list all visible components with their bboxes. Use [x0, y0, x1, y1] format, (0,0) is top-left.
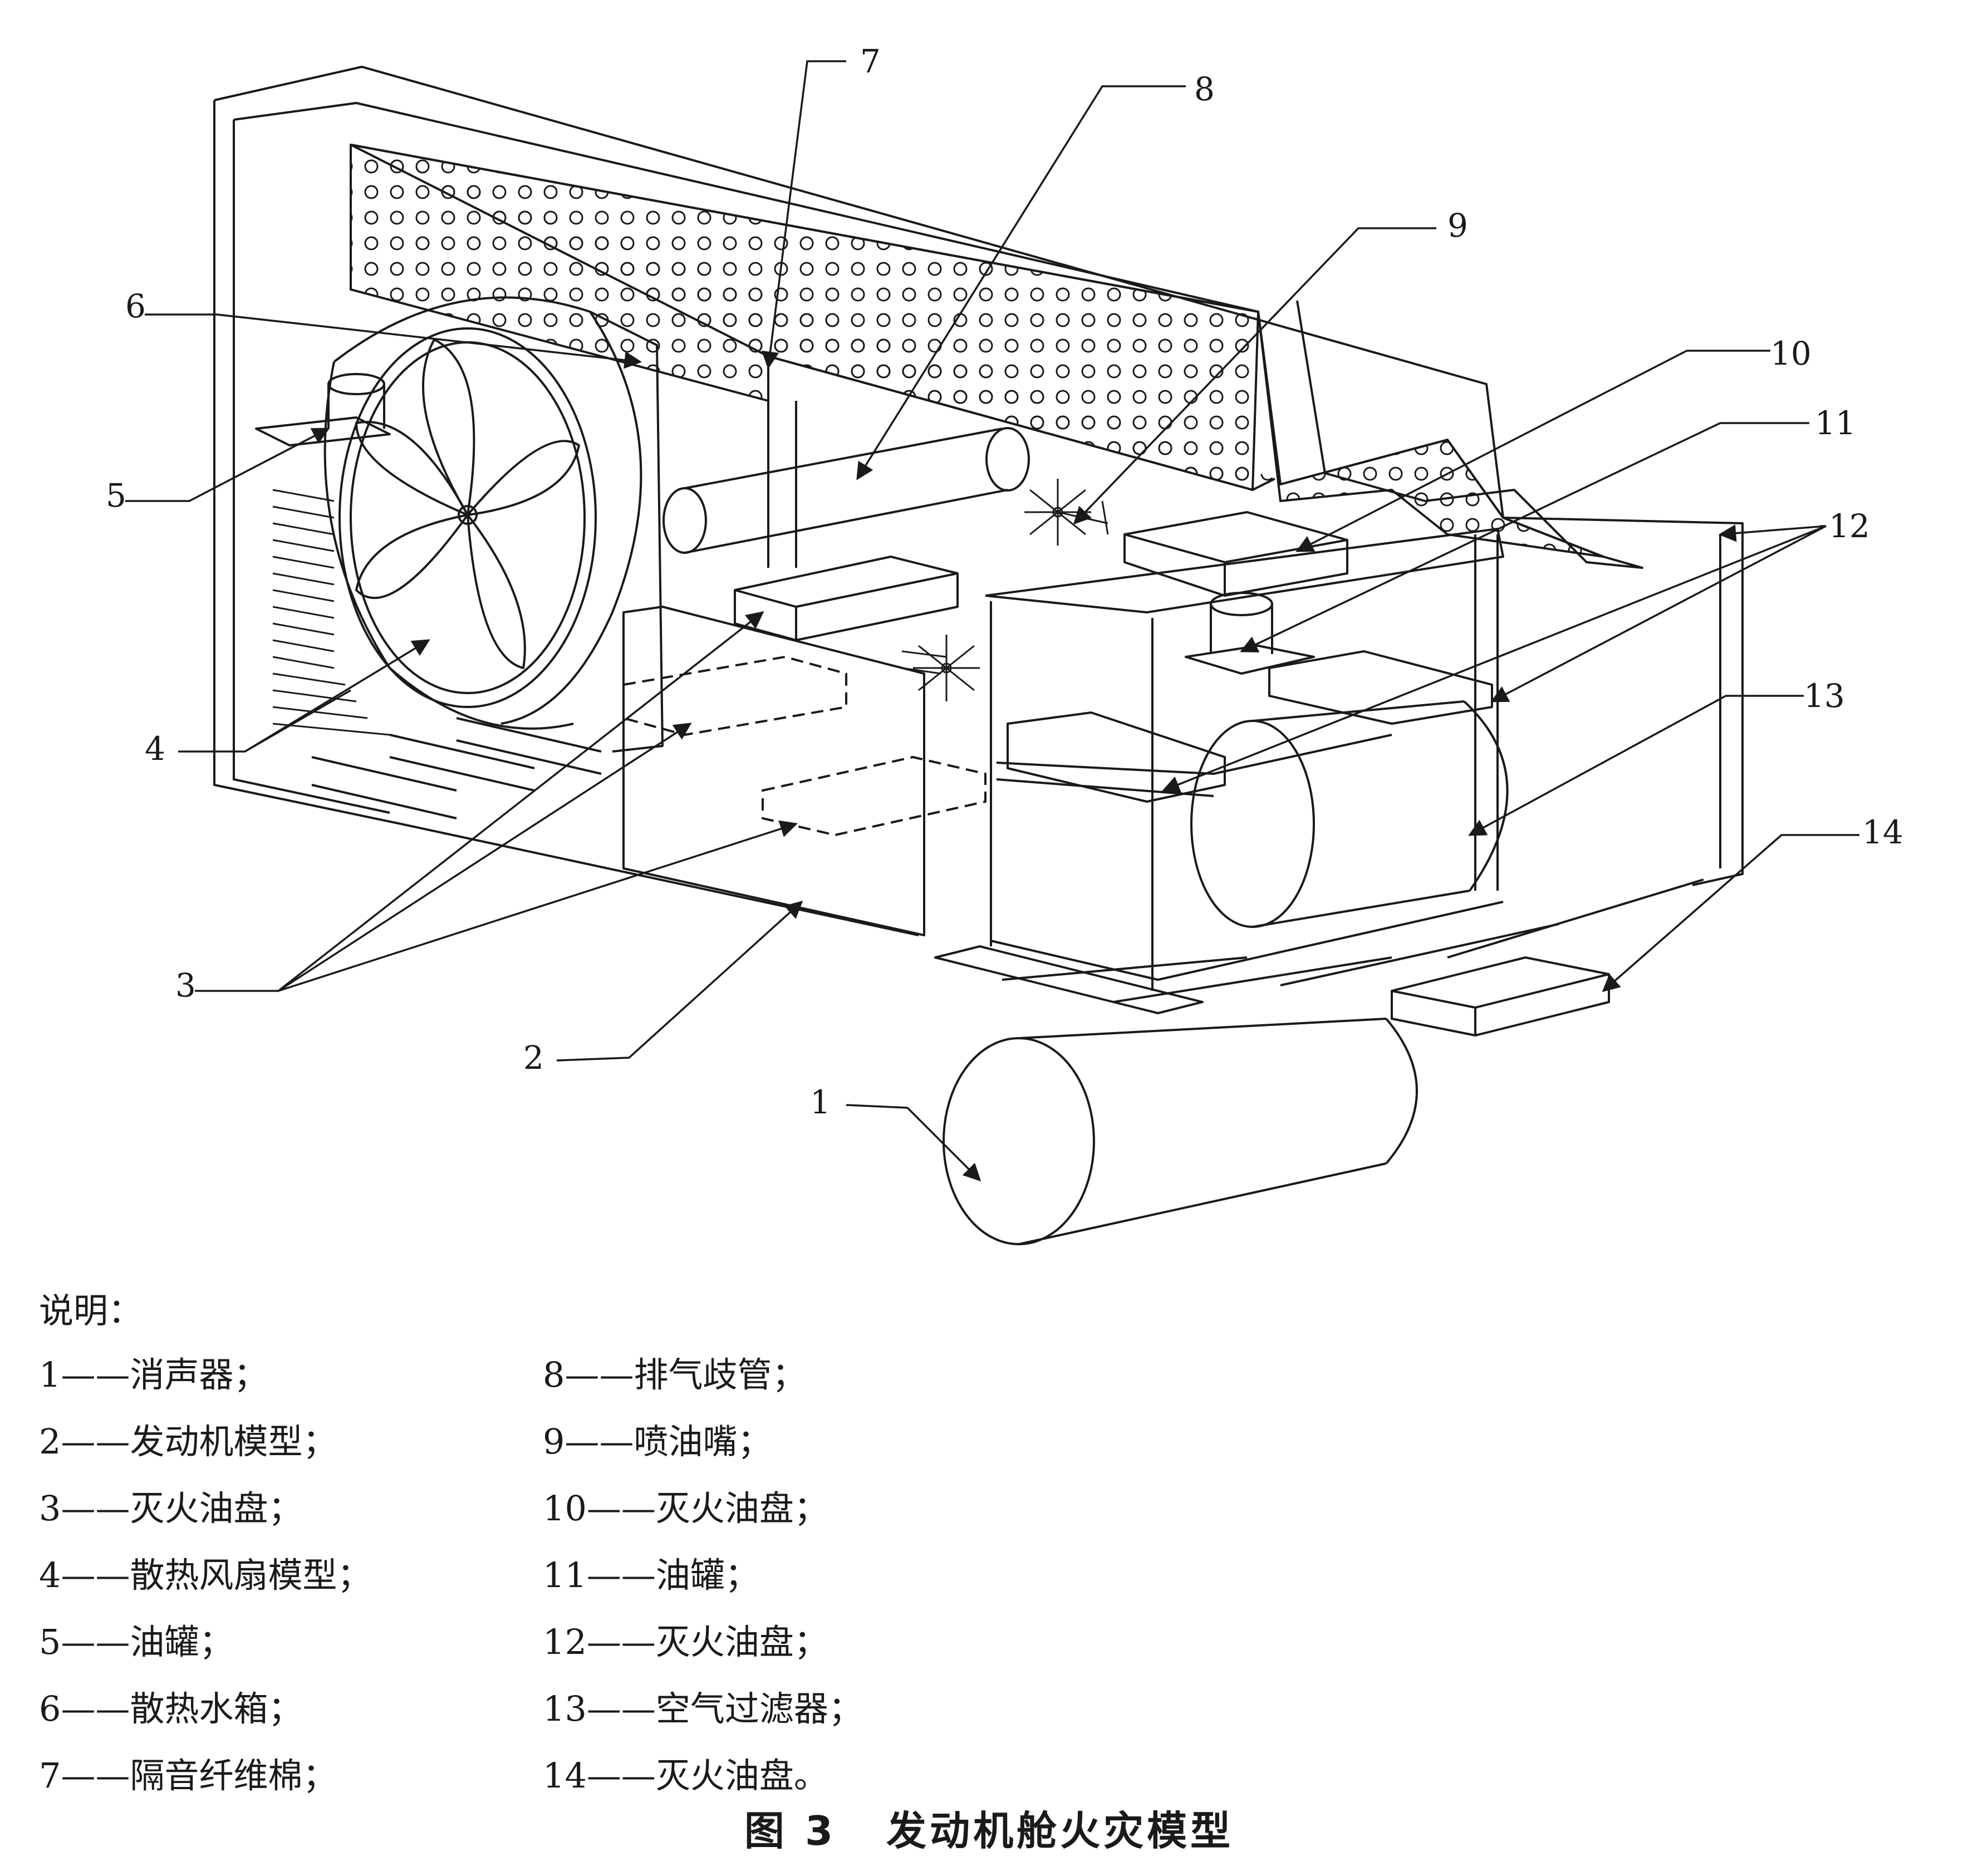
support-frame: [934, 528, 1504, 1014]
callout-4: 4: [145, 730, 165, 768]
legend-item: 14——灭火油盘。: [543, 1755, 828, 1796]
leader-13: [1468, 695, 1804, 836]
callout-10: 10: [1770, 335, 1812, 372]
radiator: [323, 296, 664, 753]
leader-2: [556, 900, 803, 1062]
callout-9: 9: [1447, 207, 1468, 244]
callout-5: 5: [106, 477, 126, 514]
legend-item: 6——散热水箱；: [39, 1688, 303, 1729]
legend-item: 5——油罐；: [39, 1622, 234, 1662]
leader-9: [1073, 227, 1436, 525]
leader-5: [125, 428, 330, 502]
legend-column-right: 8——排气歧管； 9——喷油嘴； 10——灭火油盘； 11——油罐； 12——灭…: [543, 1342, 863, 1809]
fire-pans-engine: [622, 556, 986, 836]
legend-item: 10——灭火油盘；: [543, 1488, 828, 1529]
muffler: [943, 1018, 1418, 1245]
callout-7: 7: [860, 42, 881, 80]
callout-12: 12: [1829, 507, 1870, 545]
air-filter: [1190, 700, 1509, 928]
callout-11: 11: [1815, 404, 1856, 442]
callout-8: 8: [1194, 70, 1215, 108]
leader-10: [1295, 350, 1770, 552]
callout-13: 13: [1804, 677, 1845, 715]
acoustic-insulation: [350, 144, 1643, 569]
figure-caption: 图 3 发动机舱火灾模型: [0, 1798, 1978, 1857]
callout-3: 3: [175, 966, 196, 1004]
leader-11: [1240, 422, 1809, 653]
legend-item: 3——灭火油盘；: [39, 1488, 303, 1529]
legend-item: 8——排气歧管；: [543, 1354, 807, 1395]
engine-block: [622, 606, 925, 936]
leader-8: [856, 85, 1186, 480]
exhaust-manifold: [662, 427, 1030, 554]
figure-number: 图 3: [744, 1808, 837, 1854]
leader-7: [761, 60, 846, 370]
callout-2: 2: [523, 1039, 544, 1077]
leader-14: [1602, 834, 1859, 993]
leader-6: [145, 313, 642, 369]
legend: 说明： 1——消声器； 2——发动机模型； 3——灭火油盘； 4——散热风扇模型…: [39, 1280, 1876, 1809]
legend-item: 9——喷油嘴；: [543, 1421, 772, 1462]
engine-compartment-diagram: 1 2 3 4 5 6 7 8 9 10 11 12 13 14: [106, 42, 1903, 1245]
legend-column-left: 1——消声器； 2——发动机模型； 3——灭火油盘； 4——散热风扇模型； 5—…: [39, 1342, 1876, 1809]
callout-14: 14: [1862, 813, 1903, 851]
callout-1: 1: [810, 1083, 831, 1121]
floor-rollers: [311, 717, 1704, 1003]
leader-12: [1162, 524, 1827, 793]
leader-3: [195, 611, 798, 992]
radiator-louvres: [272, 489, 390, 736]
legend-item: 7——隔音纤维棉；: [39, 1755, 337, 1796]
legend-item: 12——灭火油盘；: [543, 1622, 828, 1662]
oil-tank-right: [1185, 592, 1315, 675]
legend-item: 11——油罐；: [543, 1555, 759, 1595]
figure-title: 发动机舱火灾模型: [886, 1808, 1234, 1854]
leader-1: [846, 1104, 981, 1182]
fire-pans-rack: [1007, 511, 1610, 1037]
fuel-injector-spark: [901, 479, 1109, 701]
legend-item: 13——空气过滤器；: [543, 1688, 863, 1729]
legend-item: 2——发动机模型；: [39, 1421, 337, 1462]
legend-item: 4——散热风扇模型；: [39, 1555, 372, 1595]
callout-6: 6: [125, 287, 146, 325]
leader-4: [178, 639, 430, 753]
legend-item: 1——消声器；: [39, 1354, 268, 1395]
oil-tank-left: [255, 373, 391, 446]
legend-title: 说明：: [39, 1290, 143, 1331]
